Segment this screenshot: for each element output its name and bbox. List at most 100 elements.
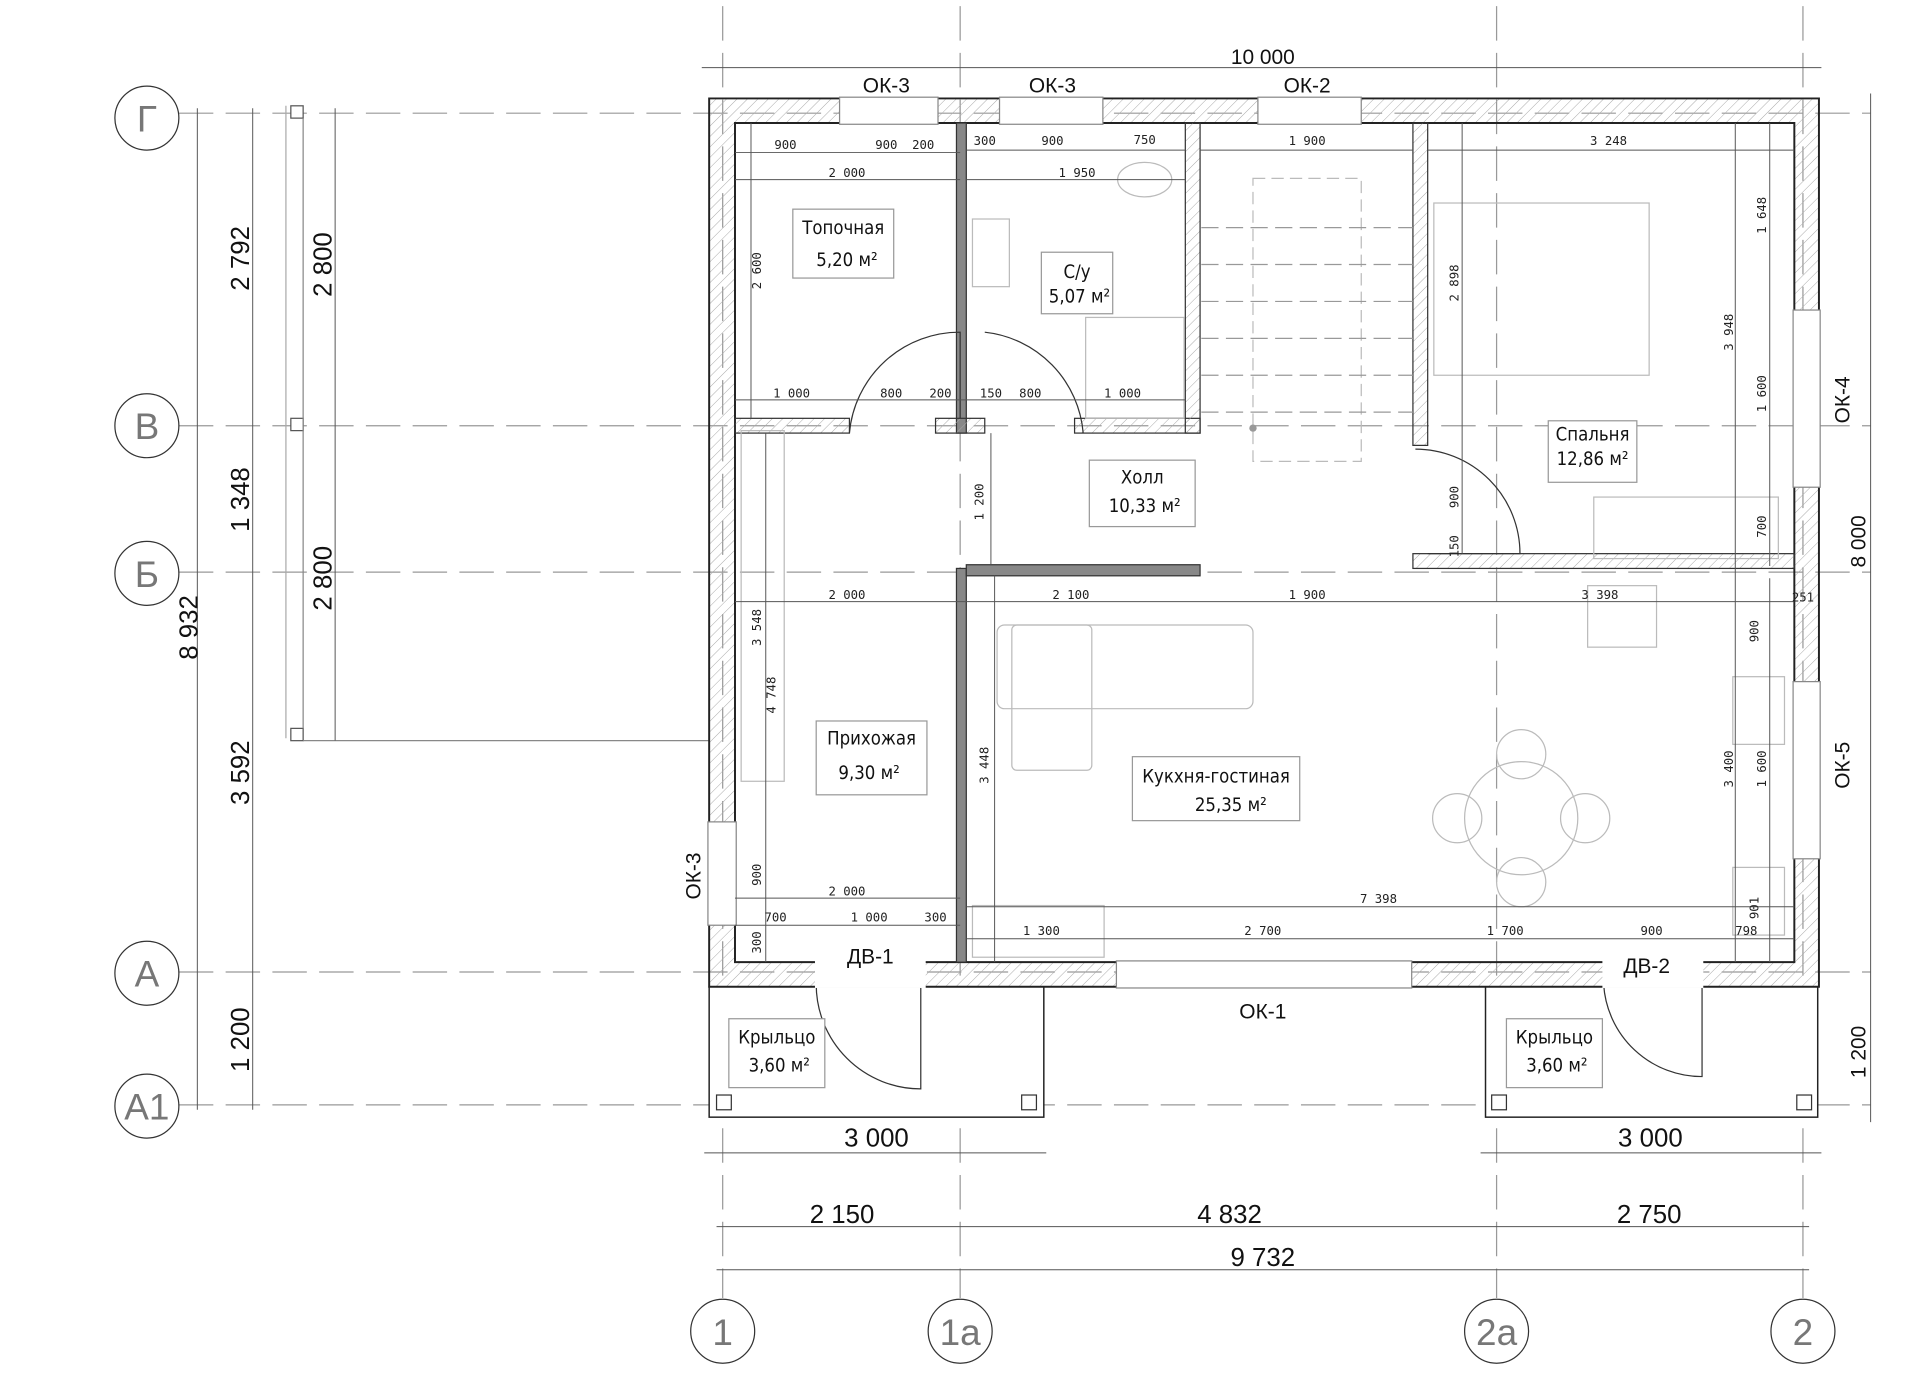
dim-left: 1 348	[227, 467, 255, 532]
svg-text:800: 800	[880, 386, 902, 400]
axis-marker-a: А	[114, 940, 180, 1006]
svg-text:1 000: 1 000	[1104, 386, 1141, 400]
svg-text:2 000: 2 000	[828, 588, 865, 602]
svg-text:150: 150	[1447, 535, 1461, 557]
svg-text:Спальня: Спальня	[1556, 424, 1630, 445]
dim-left: 2 792	[227, 226, 255, 291]
svg-text:900: 900	[1748, 620, 1762, 642]
dim-left: 3 592	[227, 740, 255, 805]
svg-text:150: 150	[980, 386, 1002, 400]
svg-text:750: 750	[1134, 133, 1156, 147]
dim-left2: 2 800	[309, 232, 337, 297]
svg-text:3 400: 3 400	[1722, 750, 1736, 787]
svg-text:Б: Б	[135, 554, 159, 595]
svg-text:1а: 1а	[940, 1312, 982, 1353]
window-label: ОК-3	[683, 852, 706, 899]
room-label-bedroom: Спальня 12,86 м²	[1547, 420, 1638, 483]
svg-text:900: 900	[1041, 134, 1063, 148]
svg-text:900: 900	[1447, 486, 1461, 508]
svg-text:1: 1	[712, 1312, 733, 1353]
svg-text:1 700: 1 700	[1487, 924, 1524, 938]
svg-text:1 648: 1 648	[1755, 197, 1769, 234]
svg-text:3 448: 3 448	[977, 747, 991, 784]
svg-text:200: 200	[912, 138, 934, 152]
svg-text:9,30 м²: 9,30 м²	[838, 763, 899, 784]
svg-text:7 398: 7 398	[1360, 892, 1397, 906]
svg-text:В: В	[135, 406, 160, 447]
svg-text:2: 2	[1793, 1312, 1814, 1353]
window-label: ОК-2	[1284, 74, 1331, 97]
dim-left: 1 200	[227, 1007, 255, 1072]
svg-text:200: 200	[929, 386, 951, 400]
svg-text:3 248: 3 248	[1590, 134, 1627, 148]
svg-text:25,35 м²: 25,35 м²	[1195, 795, 1267, 816]
svg-text:1 200: 1 200	[973, 483, 987, 520]
dim-bottom-total: 9 732	[1230, 1244, 1295, 1272]
furniture	[740, 161, 1786, 958]
axis-marker-g: Г	[114, 85, 180, 151]
svg-text:2 898: 2 898	[1447, 264, 1461, 301]
svg-text:798: 798	[1735, 924, 1757, 938]
svg-text:1 900: 1 900	[1289, 134, 1326, 148]
svg-text:3 948: 3 948	[1722, 314, 1736, 351]
svg-text:Крыльцо: Крыльцо	[738, 1027, 815, 1048]
svg-text:3 398: 3 398	[1581, 588, 1618, 602]
canopy-outline	[285, 105, 710, 742]
svg-text:Г: Г	[137, 99, 157, 140]
svg-text:10,33 м²: 10,33 м²	[1109, 496, 1181, 517]
svg-text:1 000: 1 000	[773, 386, 810, 400]
interior-dimension-lines	[734, 123, 1795, 963]
dim-top-total: 10 000	[1231, 46, 1295, 69]
exterior-walls	[707, 96, 1821, 989]
svg-text:800: 800	[1019, 386, 1041, 400]
door-label: ДВ-1	[847, 945, 894, 968]
svg-text:700: 700	[1755, 515, 1769, 537]
interior-dimensions: 900 900 200 2 000 300 900 750 1 950 1 90…	[750, 133, 1814, 954]
svg-text:1 900: 1 900	[1289, 588, 1326, 602]
axis-marker-2a: 2а	[1463, 1298, 1530, 1364]
dim-total-left: 8 932	[175, 595, 203, 660]
svg-text:251: 251	[1792, 591, 1814, 605]
svg-text:5,20 м²: 5,20 м²	[816, 250, 877, 271]
axis-marker-2: 2	[1770, 1298, 1836, 1364]
svg-text:3,60 м²: 3,60 м²	[1526, 1056, 1587, 1077]
svg-text:1 600: 1 600	[1755, 750, 1769, 787]
svg-text:300: 300	[974, 134, 996, 148]
room-label-bathroom: С/у5,07 м²	[1040, 251, 1114, 315]
axis-marker-1: 1	[690, 1298, 756, 1364]
svg-text:3 548: 3 548	[750, 609, 764, 646]
svg-text:2 100: 2 100	[1052, 588, 1089, 602]
svg-text:2 000: 2 000	[828, 885, 865, 899]
dim-porch-right: 3 000	[1618, 1125, 1683, 1153]
dim-porch-left: 3 000	[844, 1125, 909, 1153]
svg-text:2а: 2а	[1476, 1312, 1518, 1353]
dim-bottom: 2 750	[1617, 1201, 1682, 1229]
dimension-lines	[196, 67, 1872, 1271]
svg-text:900: 900	[875, 138, 897, 152]
axis-marker-a1: А1	[114, 1073, 180, 1139]
svg-text:1 300: 1 300	[1023, 924, 1060, 938]
svg-text:1 000: 1 000	[851, 911, 888, 925]
axis-marker-b: Б	[114, 540, 180, 606]
door-label: ДВ-2	[1623, 955, 1670, 978]
svg-text:2 000: 2 000	[828, 166, 865, 180]
room-label-porch-right: Крыльцо 3,60 м²	[1505, 1018, 1604, 1089]
svg-text:300: 300	[924, 911, 946, 925]
svg-text:1 600: 1 600	[1755, 375, 1769, 412]
window-label: ОК-4	[1832, 376, 1855, 423]
interior-walls	[734, 122, 1795, 963]
svg-text:901: 901	[1748, 897, 1762, 919]
svg-text:Крыльцо: Крыльцо	[1516, 1027, 1593, 1048]
svg-text:4 748: 4 748	[765, 677, 779, 714]
svg-text:900: 900	[1641, 924, 1663, 938]
dim-bottom: 4 832	[1197, 1201, 1262, 1229]
dim-left2: 2 800	[309, 546, 337, 611]
svg-text:С/у: С/у	[1064, 262, 1091, 283]
svg-text:А: А	[135, 954, 160, 995]
svg-text:12,86 м²: 12,86 м²	[1557, 449, 1629, 470]
svg-text:1 950: 1 950	[1059, 166, 1096, 180]
